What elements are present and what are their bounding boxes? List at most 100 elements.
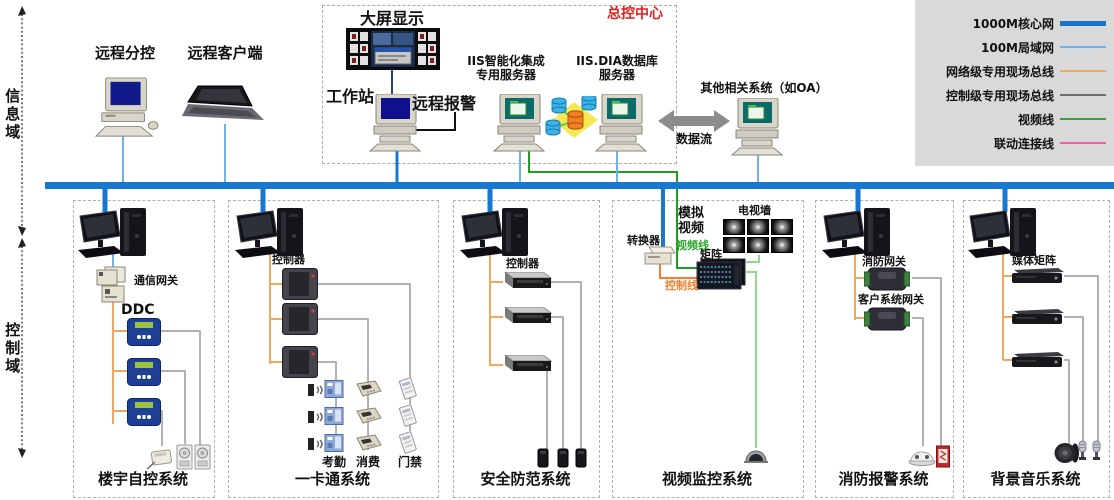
legend-row: 联动连接线 bbox=[915, 131, 1114, 155]
tv-monitor bbox=[747, 237, 769, 253]
legend-label: 网络级专用现场总线 bbox=[945, 64, 1054, 79]
legend-label: 控制级专用现场总线 bbox=[945, 88, 1054, 103]
one-card-controller-label: 控制器 bbox=[272, 253, 305, 266]
one-card-section-title: 一卡通系统 bbox=[294, 470, 370, 488]
security-controller-icon bbox=[498, 307, 552, 325]
legend-label: 1000M核心网 bbox=[972, 16, 1054, 31]
security-section-box bbox=[453, 200, 600, 498]
access-reader-icon bbox=[398, 432, 418, 454]
comm-gateway-label: 通信网关 bbox=[134, 274, 178, 287]
security-workstation-icon bbox=[456, 206, 536, 260]
legend-label: 视频线 bbox=[1017, 112, 1054, 127]
tv-wall-label: 电视墙 bbox=[738, 204, 771, 217]
control-line-label: 控制线 bbox=[665, 279, 698, 292]
attendance-label: 考勤 bbox=[322, 455, 347, 469]
media-matrix-unit-icon bbox=[1010, 352, 1064, 368]
analog-video-label: 模拟视频 bbox=[677, 206, 704, 236]
legend-row: 网络级专用现场总线 bbox=[915, 59, 1114, 83]
db-server-label-line1: IIS.DIA数据库 bbox=[576, 54, 658, 68]
tv-monitor bbox=[771, 237, 793, 253]
ddc-label: DDC bbox=[121, 302, 155, 318]
field-sensor-icon bbox=[144, 446, 176, 472]
bas-section-box bbox=[73, 200, 215, 498]
pos-terminal-icon bbox=[354, 407, 382, 425]
iis-server-label-line2: 专用服务器 bbox=[475, 68, 536, 82]
fire-workstation-icon bbox=[818, 206, 898, 260]
fire-section-box bbox=[815, 200, 954, 498]
bas-section-title: 楼宇自控系统 bbox=[97, 470, 188, 488]
legend-row: 控制级专用现场总线 bbox=[915, 83, 1114, 107]
legend-row: 1000M核心网 bbox=[915, 11, 1114, 35]
matrix-label: 矩阵 bbox=[700, 248, 722, 261]
security-section-title: 安全防范系统 bbox=[480, 470, 571, 488]
one-card-workstation-icon bbox=[231, 206, 311, 260]
thermostat-icon bbox=[194, 444, 211, 470]
other-system-label: 其他相关系统（如OA） bbox=[700, 81, 828, 95]
microphone-icon bbox=[1091, 440, 1102, 462]
tv-wall-icon bbox=[723, 219, 793, 253]
comm-gateway-icon bbox=[96, 266, 132, 306]
remote-client-label: 远程客户端 bbox=[187, 44, 263, 62]
converter-icon bbox=[644, 246, 676, 266]
legend-line-linkage bbox=[1060, 142, 1106, 144]
ddc-controller-icon bbox=[127, 398, 161, 426]
info-domain-label: 信息域 bbox=[3, 88, 22, 142]
attendance-reader-icon bbox=[308, 434, 344, 452]
card-controller-icon bbox=[282, 268, 318, 300]
remote-alarm-label: 远程报警 bbox=[412, 94, 477, 113]
attendance-reader-icon bbox=[308, 407, 344, 425]
thermostat-icon bbox=[176, 444, 193, 470]
access-reader-icon bbox=[398, 405, 418, 427]
attendance-reader-icon bbox=[308, 380, 344, 398]
iis-server-label-line1: IIS智能化集成 bbox=[467, 54, 545, 68]
database-cluster-icon bbox=[544, 96, 600, 142]
remote-branch-label: 远程分控 bbox=[94, 44, 155, 62]
client-gateway-label: 客户系统网关 bbox=[858, 293, 924, 306]
legend: 1000M核心网 100M局域网 网络级专用现场总线 控制级专用现场总线 视频线… bbox=[915, 0, 1114, 166]
access-reader-icon bbox=[398, 378, 418, 400]
media-matrix-label: 媒体矩阵 bbox=[1012, 254, 1056, 267]
tv-monitor bbox=[771, 219, 793, 235]
video-section-box bbox=[612, 200, 804, 498]
legend-line-video bbox=[1060, 118, 1106, 120]
music-section-box bbox=[963, 200, 1110, 498]
media-matrix-unit-icon bbox=[1010, 268, 1064, 284]
fire-section-title: 消防报警系统 bbox=[838, 470, 929, 488]
control-domain-label: 控制域 bbox=[3, 322, 22, 376]
big-screen-wall-icon bbox=[346, 28, 440, 72]
access-label: 门禁 bbox=[398, 455, 423, 469]
data-flow-label: 数据流 bbox=[675, 132, 712, 146]
video-matrix-icon bbox=[696, 258, 746, 290]
legend-row: 视频线 bbox=[915, 107, 1114, 131]
ddc-controller-icon bbox=[127, 358, 161, 386]
other-system-pc-icon bbox=[730, 98, 786, 156]
card-controller-icon bbox=[282, 303, 318, 335]
security-controller-label: 控制器 bbox=[506, 257, 539, 270]
music-section-title: 背景音乐系统 bbox=[990, 470, 1081, 488]
remote-client-laptop-icon bbox=[180, 84, 268, 130]
legend-label: 100M局域网 bbox=[981, 40, 1054, 55]
one-card-section-box bbox=[228, 200, 439, 498]
tv-monitor bbox=[723, 219, 745, 235]
security-controller-icon bbox=[498, 355, 552, 373]
db-server-label-line2: 服务器 bbox=[598, 68, 635, 82]
legend-line-control-fieldbus bbox=[1060, 94, 1106, 96]
video-section-title: 视频监控系统 bbox=[661, 470, 752, 488]
iis-server-icon bbox=[492, 94, 548, 152]
legend-line-core-network bbox=[1060, 20, 1106, 26]
ddc-controller-icon bbox=[127, 318, 161, 346]
pos-terminal-icon bbox=[354, 434, 382, 452]
music-workstation-icon bbox=[964, 206, 1044, 260]
alarm-sensor-icon bbox=[574, 448, 588, 468]
media-matrix-unit-icon bbox=[1010, 309, 1064, 325]
client-gateway-icon bbox=[864, 306, 910, 332]
bas-workstation-icon bbox=[74, 206, 154, 260]
control-center-title: 总控中心 bbox=[607, 6, 663, 22]
dome-camera-icon bbox=[744, 448, 768, 464]
pos-terminal-icon bbox=[354, 380, 382, 398]
control-center-box bbox=[322, 5, 677, 164]
consume-label: 消费 bbox=[356, 455, 381, 469]
security-controller-icon bbox=[498, 272, 552, 290]
alarm-sensor-icon bbox=[536, 448, 550, 468]
